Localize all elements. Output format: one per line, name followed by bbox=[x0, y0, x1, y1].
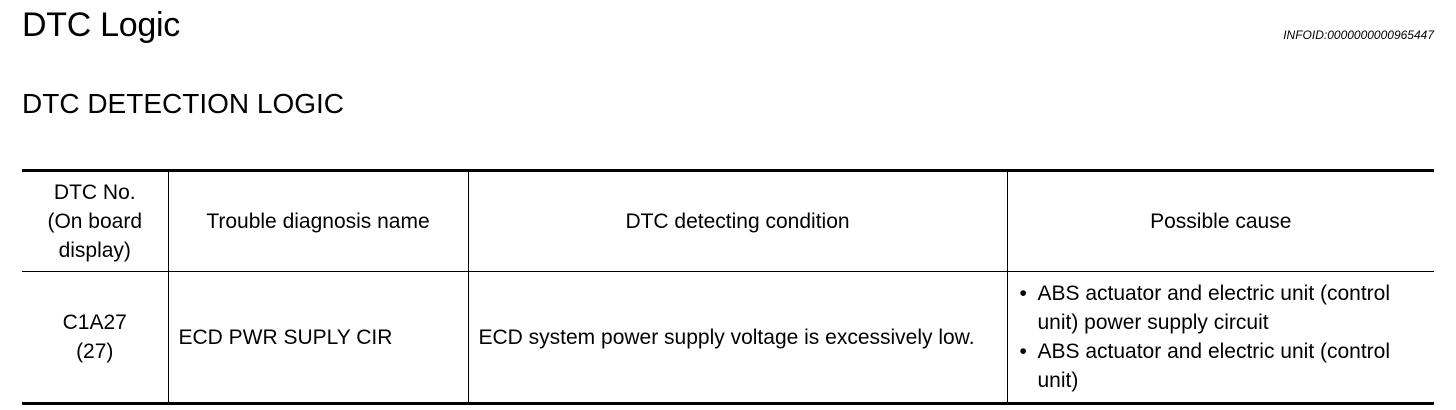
section-title: DTC DETECTION LOGIC bbox=[22, 88, 345, 119]
header-dtc-detecting-condition: DTC detecting condition bbox=[467, 170, 1007, 272]
header-possible-cause: Possible cause bbox=[1006, 170, 1434, 272]
header-dtc-no: DTC No. (On board display) bbox=[22, 170, 168, 272]
table-row: C1A27 (27) ECD PWR SUPLY CIR ECD system … bbox=[22, 271, 1434, 404]
bullet-icon: • bbox=[1019, 340, 1027, 363]
possible-cause-item: • ABS actuator and electric unit (contro… bbox=[1018, 279, 1425, 337]
dtc-code: C1A27 bbox=[62, 311, 127, 334]
header-row: DTC No. (On board display) Trouble diagn… bbox=[22, 170, 1434, 272]
cell-dtc-detecting-condition: ECD system power supply voltage is exces… bbox=[467, 271, 1007, 404]
possible-cause-text: ABS actuator and electric unit (control … bbox=[1037, 340, 1391, 392]
page-title: DTC Logic bbox=[22, 6, 180, 44]
cell-dtc-no: C1A27 (27) bbox=[22, 272, 168, 404]
possible-cause-text: ABS actuator and electric unit (control … bbox=[1037, 282, 1391, 334]
possible-cause-list: • ABS actuator and electric unit (contro… bbox=[1018, 279, 1425, 395]
dtc-detection-table: DTC No. (On board display) Trouble diagn… bbox=[22, 169, 1434, 405]
header-dtc-no-line: display) bbox=[58, 239, 131, 262]
dtc-display-code: (27) bbox=[76, 340, 114, 363]
cell-trouble-diagnosis-name: ECD PWR SUPLY CIR bbox=[167, 271, 468, 404]
info-id: INFOID:0000000000965447 bbox=[1283, 28, 1434, 42]
header-dtc-no-line: (On board bbox=[47, 210, 143, 233]
header-trouble-diagnosis-name: Trouble diagnosis name bbox=[167, 170, 468, 272]
bullet-icon: • bbox=[1019, 282, 1027, 305]
table-header: DTC No. (On board display) Trouble diagn… bbox=[22, 170, 1434, 272]
header-dtc-no-line: DTC No. bbox=[53, 181, 136, 204]
possible-cause-item: • ABS actuator and electric unit (contro… bbox=[1018, 337, 1425, 395]
table-body: C1A27 (27) ECD PWR SUPLY CIR ECD system … bbox=[22, 271, 1434, 404]
cell-possible-cause: • ABS actuator and electric unit (contro… bbox=[1006, 271, 1434, 404]
